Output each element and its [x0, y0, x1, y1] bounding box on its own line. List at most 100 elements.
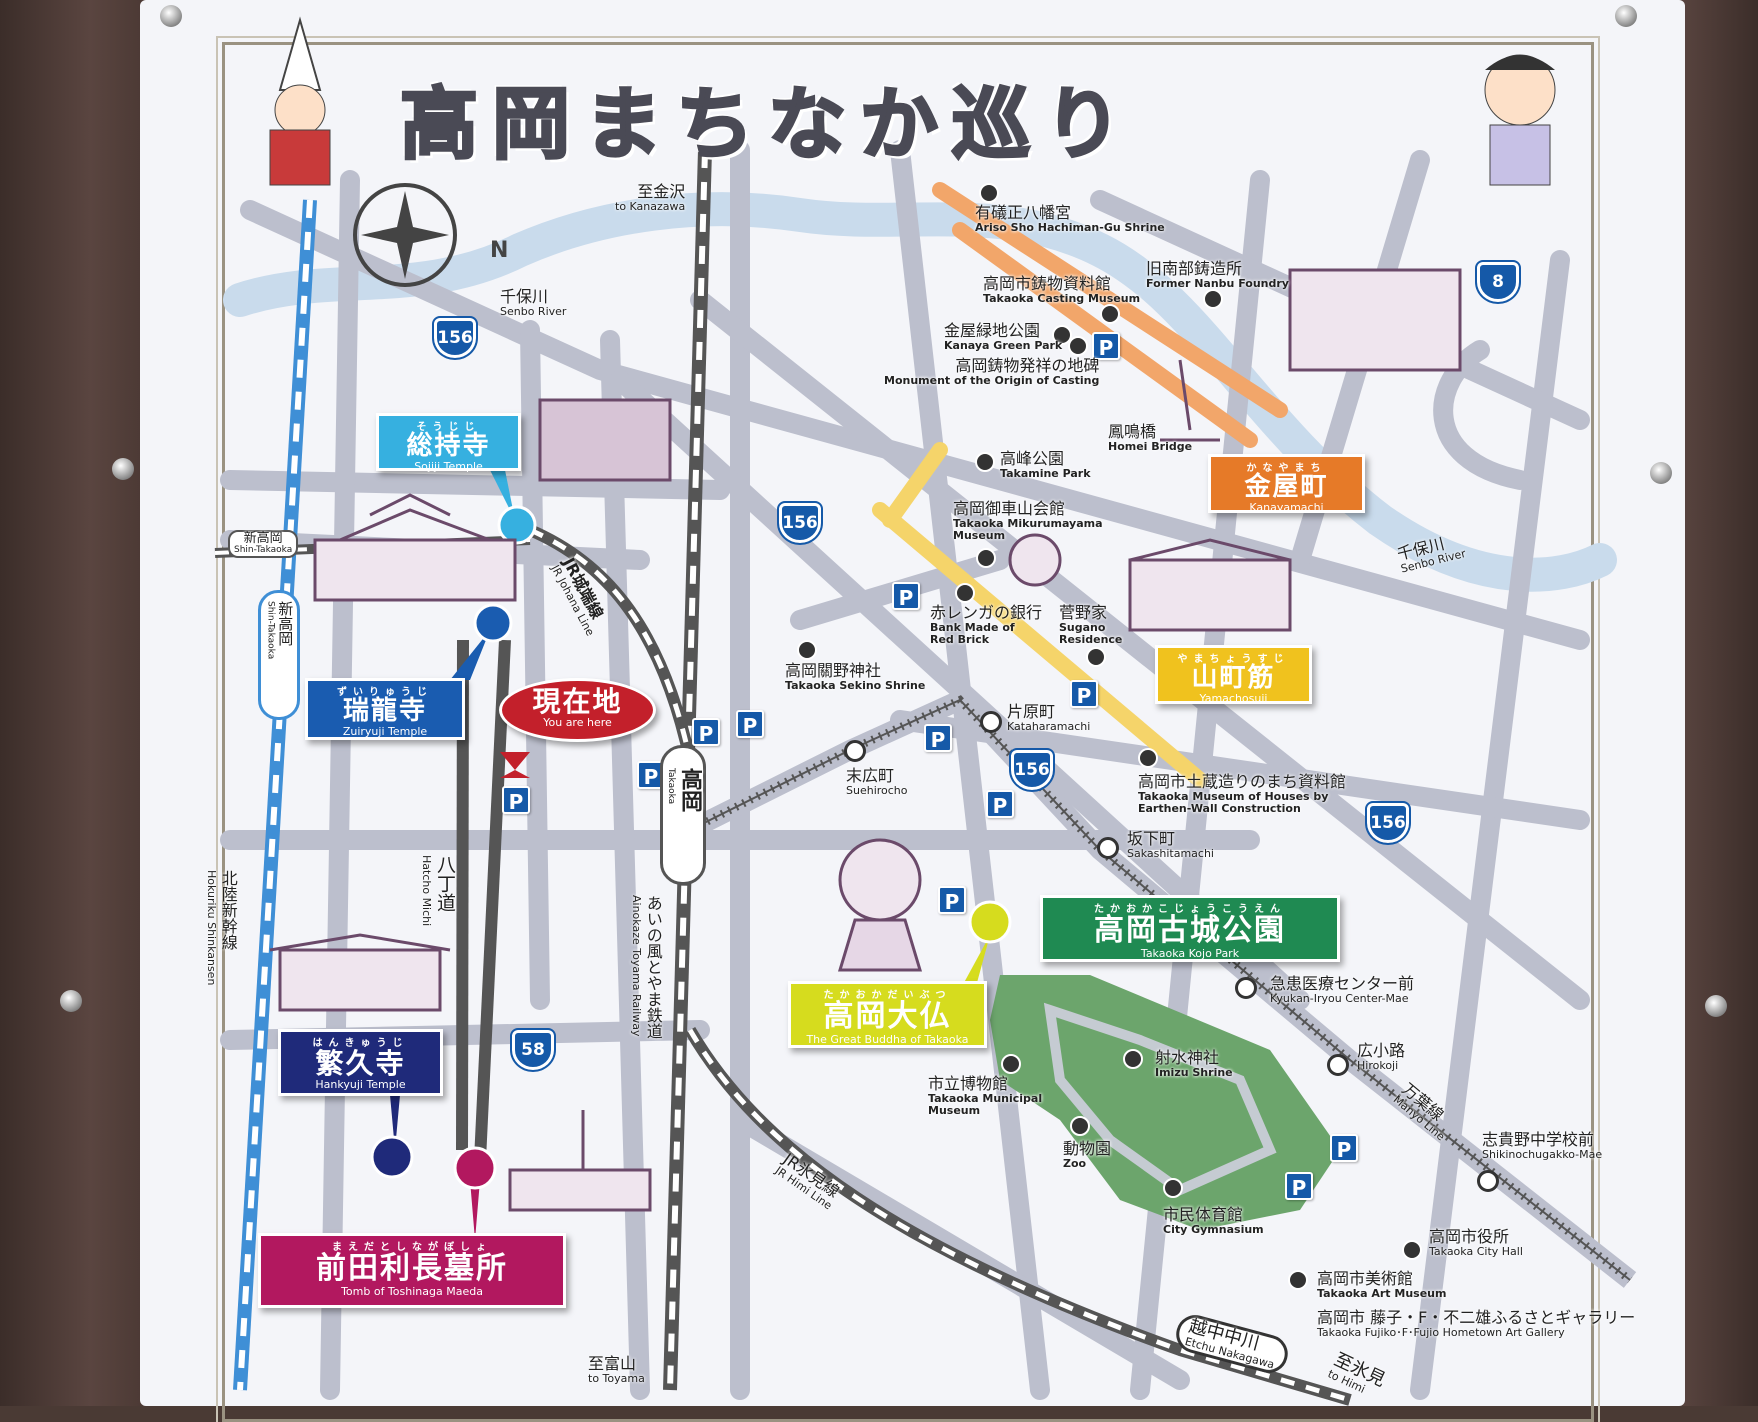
spot-dot: [1203, 289, 1223, 309]
spot-dot: [1070, 1116, 1090, 1136]
spot-dot: [1138, 748, 1158, 768]
route-8-shield: 8: [1475, 260, 1521, 304]
kojo-park-area: [990, 975, 1340, 1230]
mascot-left-icon: [269, 16, 331, 186]
spot-dot: [1288, 1270, 1308, 1290]
mascot-right-icon: [1484, 54, 1556, 186]
spot-dot: [976, 548, 996, 568]
you-are-here-marker: [500, 752, 530, 778]
spot-dot: [1052, 325, 1072, 345]
parking-icon: P: [892, 582, 920, 610]
spot-dot: [1001, 1054, 1021, 1074]
himi-line: [684, 1026, 1352, 1406]
screw-icon: [60, 990, 82, 1012]
shinkansen-line: [233, 199, 317, 1391]
screw-icon: [1705, 995, 1727, 1017]
parking-icon: P: [502, 786, 530, 814]
parking-icon: P: [1092, 332, 1120, 360]
sojiji-marker: [490, 470, 537, 545]
parking-icon: P: [924, 724, 952, 752]
screw-icon: [112, 458, 134, 480]
spot-dot: [1123, 1049, 1143, 1069]
route-156-shield: 156: [777, 501, 823, 545]
spot-dot: [1163, 1178, 1183, 1198]
parking-icon: P: [1330, 1134, 1358, 1162]
tram-stop-icon: [1235, 977, 1257, 999]
hankyuji-marker: [370, 1095, 414, 1179]
screw-icon: [1615, 5, 1637, 27]
wood-wall-left: [0, 0, 150, 1406]
spot-dot: [975, 452, 995, 472]
park-moat: [1043, 1002, 1277, 1196]
maeda-marker: [453, 1146, 497, 1240]
spot-dot: [979, 183, 999, 203]
route-156-shield: 156: [432, 316, 478, 360]
spot-dot: [1086, 647, 1106, 667]
tram-stop-icon: [844, 740, 866, 762]
route-58-shield: 58: [510, 1028, 556, 1072]
spot-dot: [1402, 1240, 1422, 1260]
parking-icon: P: [692, 718, 720, 746]
zuiryuji-marker: [450, 603, 513, 680]
parking-icon: P: [736, 710, 764, 738]
spot-dot: [955, 583, 975, 603]
parking-icon: P: [1285, 1172, 1313, 1200]
spot-dot: [1068, 336, 1088, 356]
daibutsu-marker: [960, 900, 1012, 990]
tram-stop-icon: [1327, 1054, 1349, 1076]
screw-icon: [160, 5, 182, 27]
route-156-shield: 156: [1365, 801, 1411, 845]
yamachosuji-street: [872, 442, 1208, 788]
parking-icon: P: [938, 886, 966, 914]
tram-stop-icon: [1097, 837, 1119, 859]
hatcho-michi: [456, 639, 511, 1161]
compass-rose-icon: [353, 183, 457, 287]
route-156-shield: 156: [1009, 748, 1055, 792]
map-title: 高岡まちなか巡り: [398, 79, 1137, 172]
river: [223, 192, 1617, 592]
spot-dot: [1100, 304, 1120, 324]
tram-stop-icon: [980, 711, 1002, 733]
illustrations: [269, 268, 1462, 1212]
spot-dot: [797, 640, 817, 660]
tram-stop-icon: [1477, 1170, 1499, 1192]
